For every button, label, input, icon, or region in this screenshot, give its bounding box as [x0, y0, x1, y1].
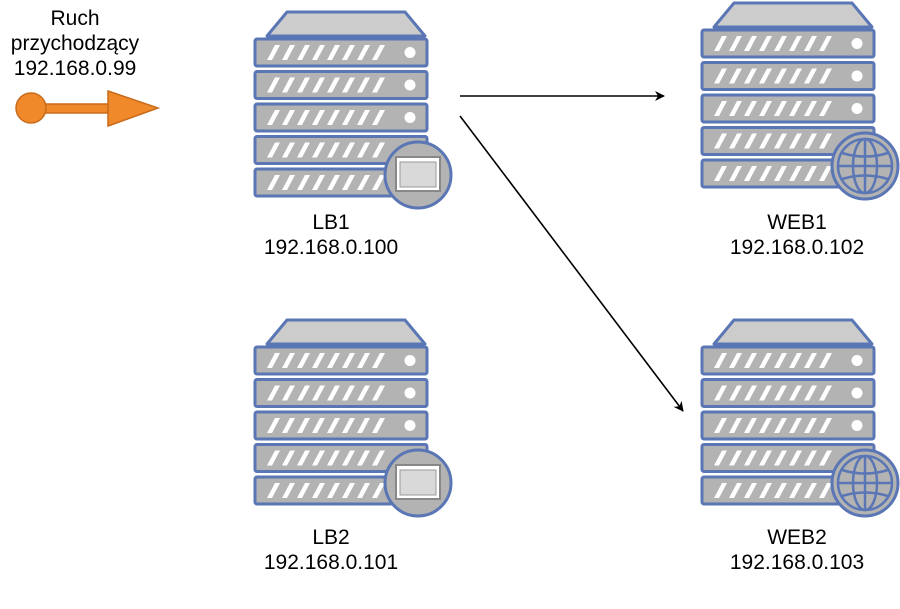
web1-ip: 192.168.0.102 [729, 236, 865, 259]
lb2-name: LB2 [312, 526, 350, 549]
incoming-traffic-arrow-icon [15, 89, 161, 128]
globe-icon [830, 131, 900, 201]
edge-lb1-web2 [459, 115, 684, 412]
lb2-label: LB2 192.168.0.101 [241, 525, 421, 575]
lb2-ip: 192.168.0.101 [263, 551, 399, 574]
lb1-ip: 192.168.0.100 [263, 236, 399, 259]
lb1-name: LB1 [312, 211, 350, 234]
web1-label: WEB1 192.168.0.102 [707, 210, 887, 260]
lb1-server-icon [253, 10, 453, 210]
window-icon [383, 140, 453, 210]
web1-server-icon [700, 1, 900, 201]
incoming-traffic-label: Ruch przychodzący 192.168.0.99 [10, 7, 140, 80]
window-icon [383, 448, 453, 518]
globe-icon [830, 448, 900, 518]
web2-name: WEB2 [767, 526, 827, 549]
lb1-label: LB1 192.168.0.100 [241, 210, 421, 260]
web2-ip: 192.168.0.103 [729, 551, 865, 574]
web2-label: WEB2 192.168.0.103 [707, 525, 887, 575]
web1-name: WEB1 [767, 211, 827, 234]
web2-server-icon [700, 318, 900, 518]
lb2-server-icon [253, 318, 453, 518]
